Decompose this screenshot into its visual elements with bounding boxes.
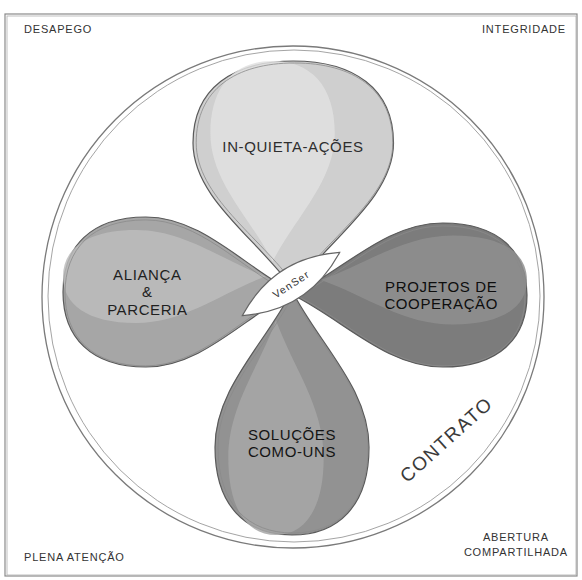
corner-label: PLENA ATENÇÃO — [24, 550, 125, 565]
petal-sketch-line — [218, 295, 368, 533]
petal-label: PROJETOS DE COOPERAÇÃO — [382, 278, 500, 313]
outer-circle-sketch — [48, 50, 540, 542]
petal-outline — [212, 288, 372, 538]
petal-shade — [63, 230, 265, 323]
petal-shape: SOLUÇÕES COMO-UNS — [212, 288, 372, 538]
corner-label: INTEGRIDADE — [482, 22, 566, 37]
petal-shade — [210, 61, 334, 262]
petal-label: SOLUÇÕES COMO-UNS — [240, 426, 344, 461]
outer-frame — [5, 14, 577, 576]
outer-circle — [42, 46, 544, 548]
corner-label: ABERTURA COMPARTILHADA — [464, 530, 568, 560]
outer-frame-sketch — [7, 16, 576, 575]
petal-label: IN-QUIETA-AÇÕES — [222, 138, 363, 155]
petal-fill — [215, 291, 369, 535]
petal-shade — [321, 235, 527, 324]
ring-label: CONTRATO — [394, 391, 498, 488]
petal-label: ALIANÇA & PARCERIA — [107, 266, 187, 318]
corner-label: DESAPEGO — [24, 22, 92, 37]
petal-sketch-line — [65, 220, 289, 366]
petal-fill — [293, 223, 527, 367]
petal-sketch-line — [297, 226, 525, 366]
